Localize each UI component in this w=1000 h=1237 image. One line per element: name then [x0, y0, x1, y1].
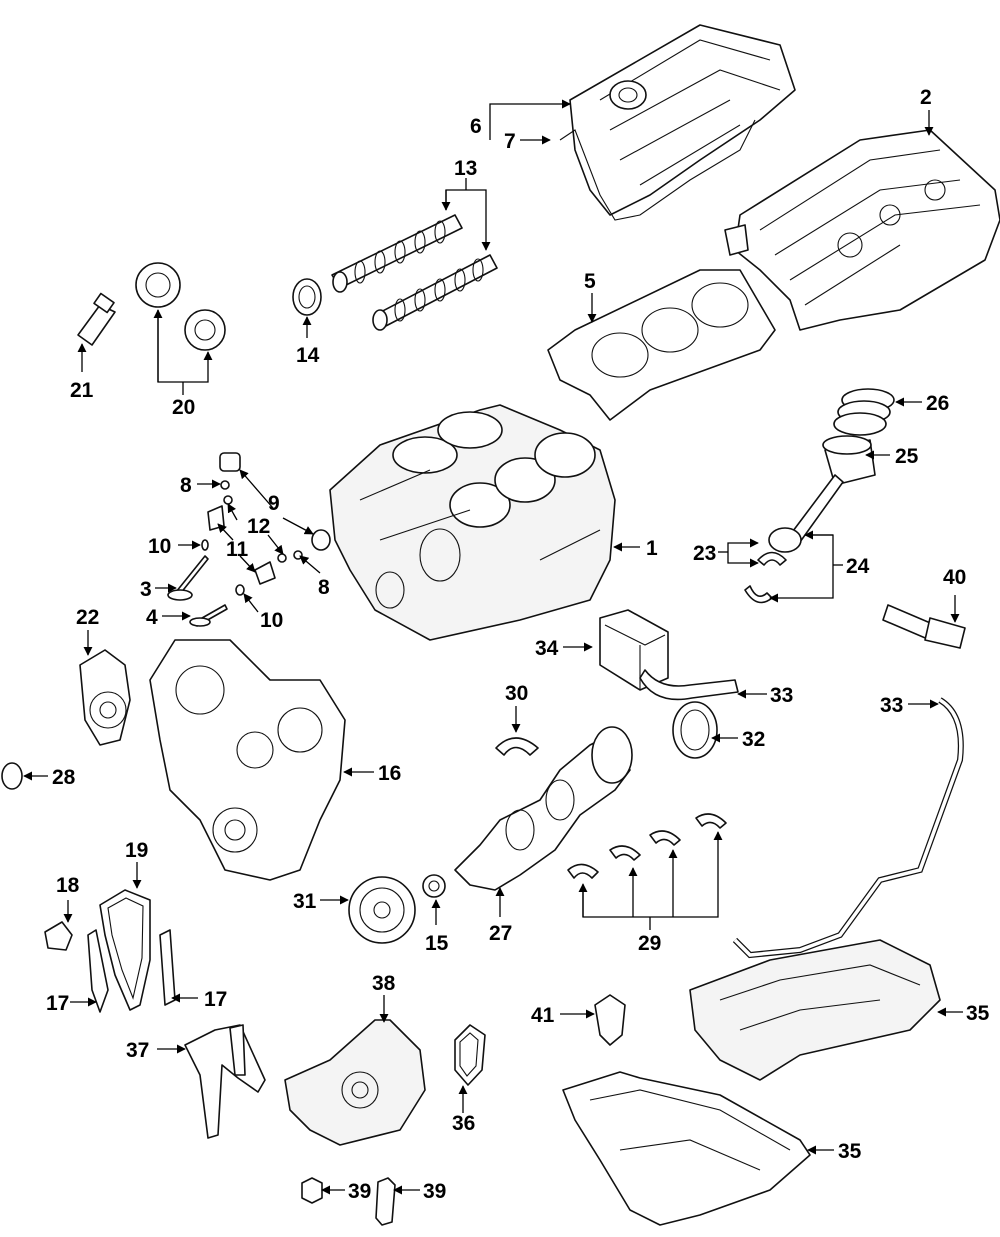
callout-28: 28 [52, 766, 76, 789]
callout-39a: 39 [348, 1180, 371, 1203]
bracket [594, 994, 626, 1046]
engine-block [329, 404, 616, 641]
callout-31: 31 [293, 890, 317, 913]
callout-34: 34 [535, 637, 559, 660]
callout-17a: 17 [46, 992, 69, 1015]
plug-right [375, 1177, 396, 1226]
callout-23: 23 [693, 542, 716, 565]
thrust-bearing [495, 737, 539, 756]
cam-sprockets [135, 262, 226, 351]
rod-bearings [744, 551, 787, 604]
callout-41: 41 [531, 1004, 555, 1027]
callout-8b: 8 [318, 576, 330, 599]
callout-11: 11 [226, 538, 249, 561]
rear-main-seal [672, 701, 718, 759]
callout-27: 27 [489, 922, 512, 945]
callout-25: 25 [895, 445, 919, 468]
callout-37: 37 [126, 1039, 149, 1062]
callout-7: 7 [504, 130, 516, 153]
callout-18: 18 [56, 874, 80, 897]
callout-labels: 1 2 3 4 5 6 7 8 8 9 10 10 11 12 13 14 15… [46, 86, 990, 1203]
connecting-rod [768, 474, 844, 553]
callout-12: 12 [247, 515, 270, 538]
timing-tensioner [79, 649, 131, 746]
callout-33b: 33 [880, 694, 903, 717]
crankshaft [454, 726, 633, 891]
callout-1: 1 [646, 537, 658, 560]
callout-39b: 39 [423, 1180, 446, 1203]
callout-13: 13 [454, 157, 477, 180]
callout-40: 40 [943, 566, 966, 589]
timing-cover [149, 639, 346, 881]
callout-5: 5 [584, 270, 596, 293]
callout-26: 26 [926, 392, 949, 415]
callout-33a: 33 [770, 684, 793, 707]
callout-35a: 35 [966, 1002, 990, 1025]
chain-tensioner [44, 921, 73, 951]
callout-24: 24 [846, 555, 870, 578]
callout-21: 21 [70, 379, 94, 402]
camshafts [331, 214, 498, 331]
callout-22: 22 [76, 606, 99, 629]
valve-train-parts [201, 452, 331, 596]
callout-20: 20 [172, 396, 195, 419]
callout-14: 14 [296, 344, 320, 367]
front-crank-seal [1, 762, 23, 790]
callout-36: 36 [452, 1112, 475, 1135]
callout-6: 6 [470, 115, 482, 138]
callout-29: 29 [638, 932, 661, 955]
callout-30: 30 [505, 682, 528, 705]
callout-8a: 8 [180, 474, 192, 497]
cylinder-head [724, 129, 1000, 331]
vct-solenoid [77, 292, 116, 346]
chain-guide-right [159, 929, 176, 1006]
callout-32: 32 [742, 728, 765, 751]
upper-oil-pan [689, 939, 941, 1081]
oil-pickup-tube [184, 1024, 266, 1139]
callout-15: 15 [425, 932, 449, 955]
oil-pump [284, 1019, 426, 1146]
piston-assembly [822, 388, 895, 486]
callout-10a: 10 [148, 535, 171, 558]
main-bearings [567, 813, 727, 879]
camshaft-seal [292, 278, 322, 316]
callout-19: 19 [125, 839, 148, 862]
dipstick-tube [732, 697, 964, 959]
oil-control-solenoid [882, 604, 966, 649]
oil-cooler [599, 609, 669, 691]
callout-3: 3 [140, 578, 152, 601]
oil-cooler-hose [639, 669, 739, 701]
callout-2: 2 [920, 86, 932, 109]
chain-guide-left [87, 929, 109, 1013]
callout-17b: 17 [204, 988, 227, 1011]
callout-35b: 35 [838, 1140, 862, 1163]
callout-4: 4 [146, 606, 158, 629]
lower-oil-pan [562, 1071, 811, 1226]
callout-9: 9 [268, 492, 280, 515]
callout-16: 16 [378, 762, 401, 785]
crank-pulley [348, 876, 416, 944]
plug-left [301, 1177, 323, 1204]
leader-lines [23, 99, 963, 1195]
callout-10b: 10 [260, 609, 283, 632]
crank-sprocket [422, 874, 446, 898]
head-gasket [547, 269, 776, 421]
callout-38: 38 [372, 972, 396, 995]
valve-cover [559, 24, 796, 221]
